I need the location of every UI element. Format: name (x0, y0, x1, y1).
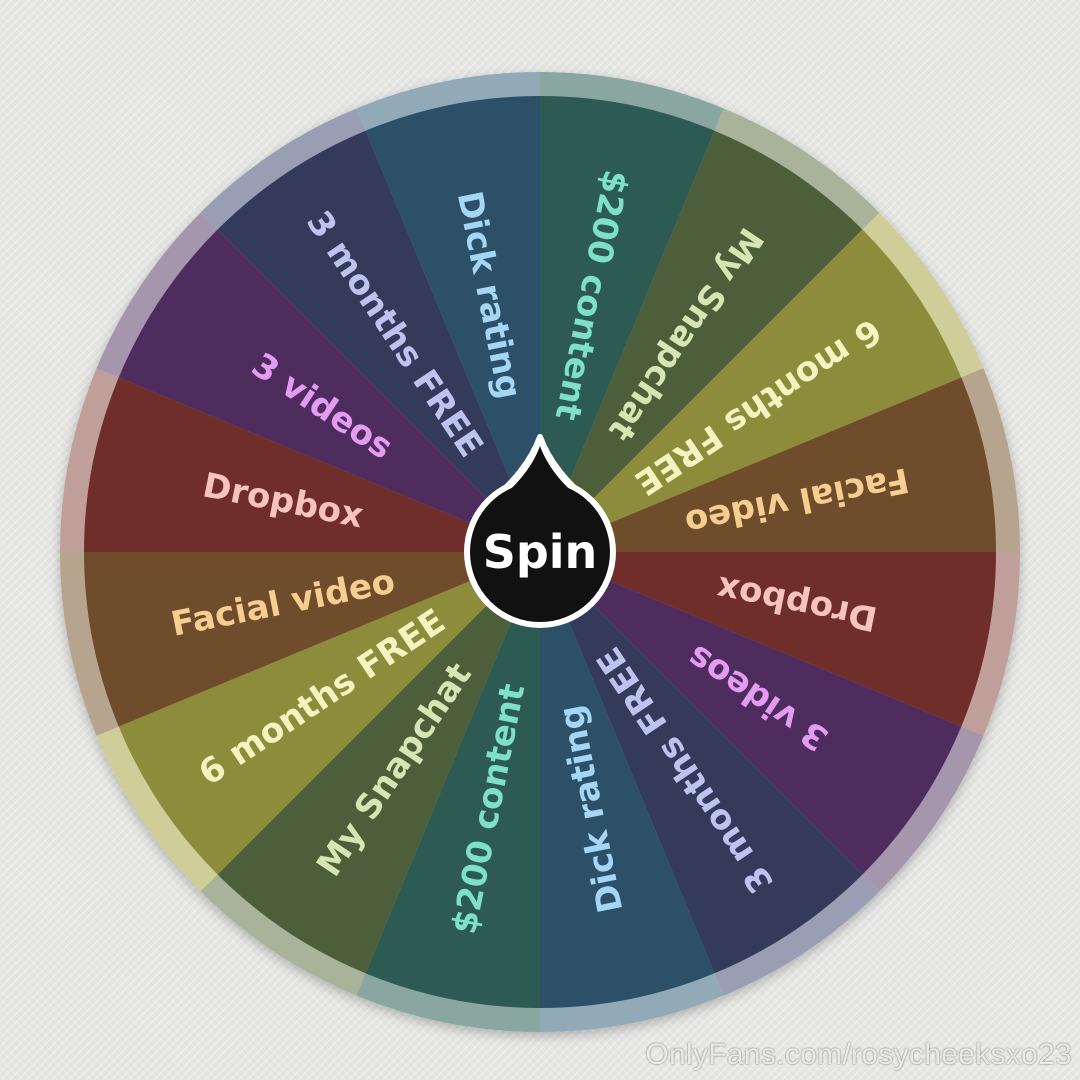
pointer-fill (498, 446, 582, 500)
wheel-segment (540, 552, 863, 974)
spin-button-label[interactable]: Spin (483, 525, 598, 579)
wheel-segment (540, 552, 962, 875)
wheel-segment (84, 377, 540, 552)
watermark-text: OnlyFans.com/rosycheeksxo23 (645, 1038, 1072, 1071)
wheel-segment (118, 552, 541, 875)
wheel-segment (540, 96, 715, 552)
wheel-segment (540, 130, 863, 552)
wheel-segment (217, 552, 540, 974)
wheel-segments (84, 96, 996, 1008)
spin-button[interactable]: Spin (464, 434, 616, 628)
wheel-segment (365, 552, 540, 1008)
wheel-segment (540, 229, 962, 552)
wheel-segment (217, 130, 540, 552)
wheel-segment (365, 96, 540, 552)
wheel-segment (84, 552, 540, 727)
wheel-segment (540, 552, 715, 1008)
wheel-segment (540, 552, 996, 727)
wheel-segment (118, 229, 541, 552)
wheel-segment (540, 377, 996, 552)
